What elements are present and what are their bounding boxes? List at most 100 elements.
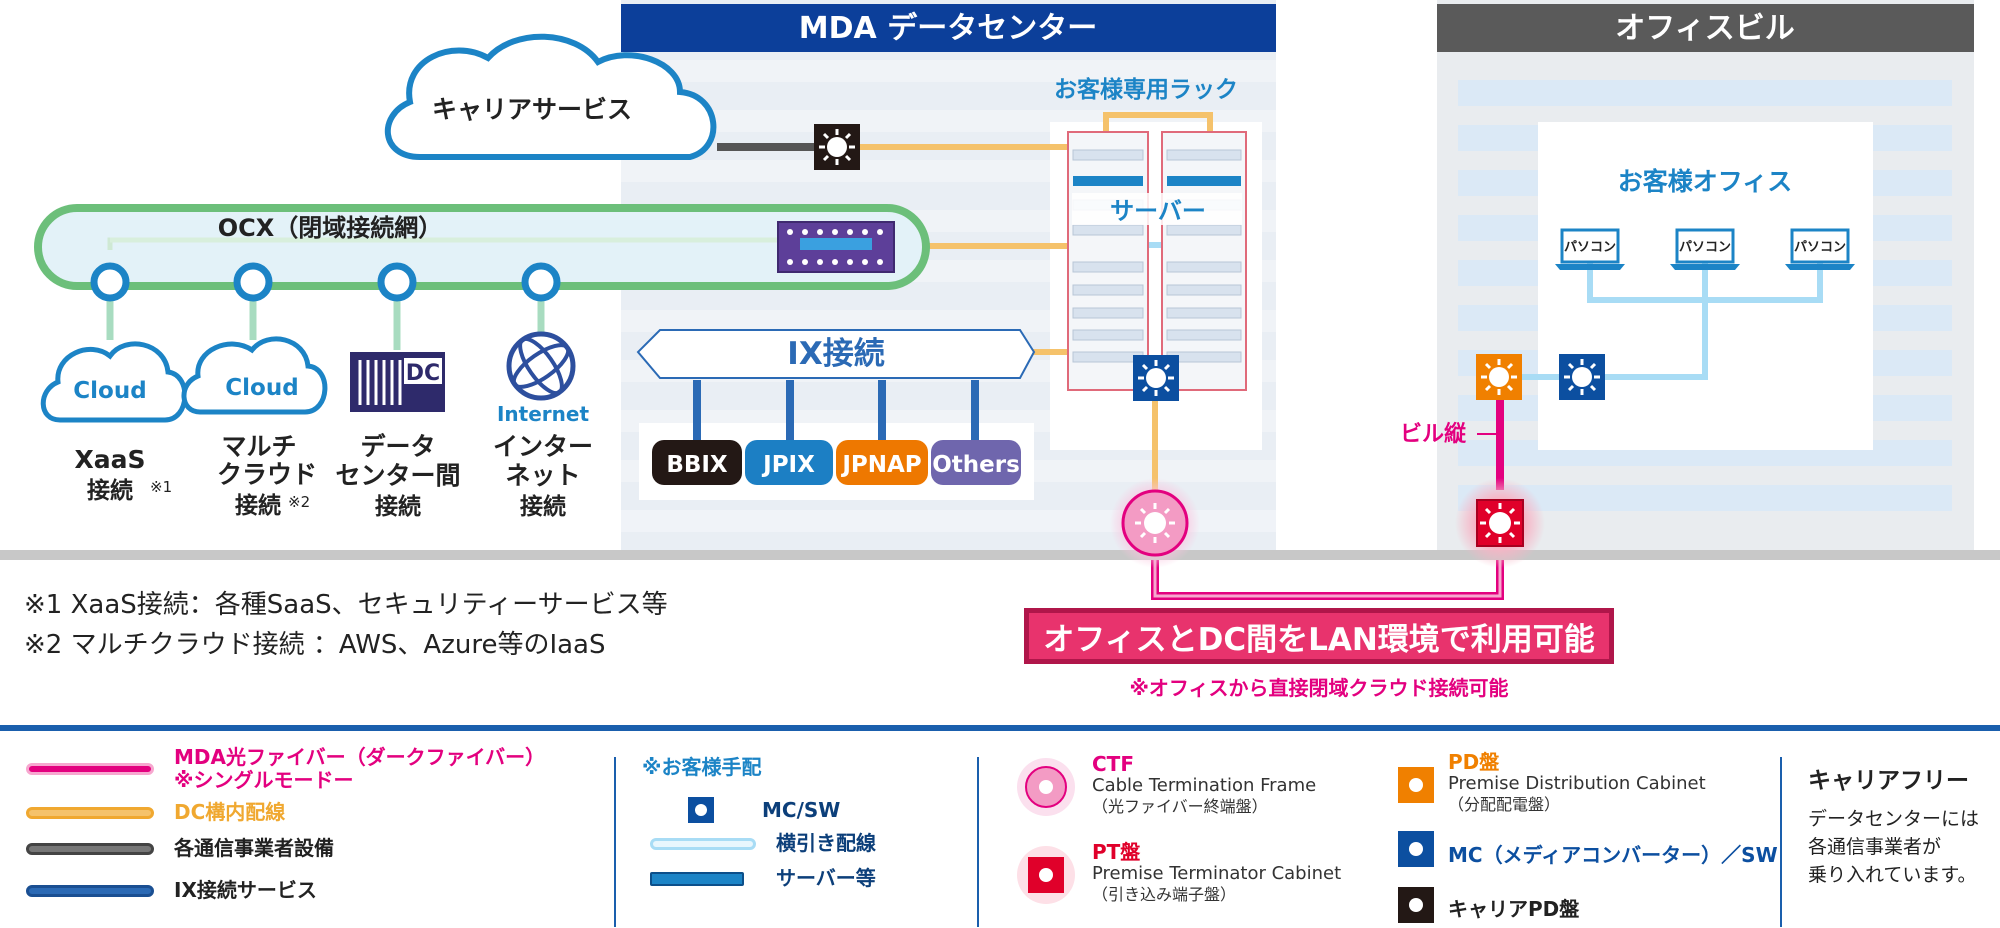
carrier-service-label: キャリアサービス [432, 95, 632, 124]
legend-horizontal-wiring-label: 横引き配線 [776, 831, 876, 855]
legend-ix-swatch [26, 884, 154, 897]
legend-horizontal-wiring-swatch [650, 837, 756, 850]
legend-dc-wiring: DC構内配線 [26, 801, 285, 824]
ix-provider-others [931, 440, 1021, 485]
xaas-label-line1: XaaS [74, 445, 145, 474]
multicloud-label-line1: マルチ [221, 432, 296, 461]
legend-ctf-jp: （光ファイバー終端盤） [1092, 797, 1268, 816]
internet-globe-icon: Internet [497, 331, 589, 426]
ix-provider-jpnap [836, 440, 928, 485]
ocx-switch [777, 221, 895, 273]
legend-pt: PT盤 Premise Terminator Cabinet （引き込み端子盤） [1092, 841, 1341, 905]
office-pd-panel [1476, 354, 1522, 400]
svg-text:パソコン: パソコン [1794, 240, 1846, 255]
legend-mc-sw: MC/SW [688, 797, 840, 823]
rack-mc-switch [1133, 355, 1179, 401]
legend-pd-title: PD盤 [1448, 750, 1500, 774]
fiber-glow [1153, 560, 1502, 598]
ix-provider-jpix [745, 440, 833, 485]
legend-pt-title: PT盤 [1092, 840, 1141, 864]
legend-fiber-label: MDA光ファイバー（ダークファイバー） ※シングルモードー [174, 745, 546, 792]
legend-mc-label: MC（メディアコンバーター）／SW [1448, 843, 1778, 867]
ctf-legend-icon [1017, 758, 1075, 816]
office-lan-wiring [1517, 262, 1823, 380]
pc-icon: パソコン [1555, 228, 1625, 270]
ix-provider-bbix [652, 440, 742, 485]
legend-ix: IX接続サービス [26, 879, 317, 902]
pc-icon: パソコン [1670, 228, 1740, 270]
ix-provider-bbix-label: BBIX [666, 452, 728, 478]
legend-mc-sw-label: MC/SW [762, 797, 841, 822]
pd-legend-icon [1398, 767, 1434, 803]
legend-carrier-swatch [26, 842, 154, 855]
mc-sw-icon [688, 797, 714, 823]
legend-carrier-label: 各通信事業者設備 [174, 836, 334, 860]
legend-pt-jp: （引き込み端子盤） [1092, 885, 1237, 904]
customer-office-title: お客様オフィス [1618, 167, 1793, 196]
svg-text:パソコン: パソコン [1564, 240, 1616, 255]
multicloud-note-mark: ※2 [288, 493, 310, 511]
legend-pd-jp: （分配配電盤） [1448, 795, 1561, 814]
legend-dc-wiring-label: DC構内配線 [174, 800, 286, 824]
ix-connection: IX接続 BBIX JPIX JPNAP Others [636, 329, 1036, 485]
dc-label-line2: センター間 [335, 461, 460, 490]
legend: MDA光ファイバー（ダークファイバー） ※シングルモードー DC構内配線 各通信… [0, 725, 2000, 928]
legend-fiber: MDA光ファイバー（ダークファイバー） ※シングルモードー [26, 746, 545, 792]
xaas-label-line2: 接続 [87, 477, 133, 504]
legend-separator [614, 757, 616, 927]
cloud-multicloud-text: Cloud [225, 375, 298, 401]
datacenter-icon: DC [350, 352, 445, 412]
dc-label-line3: 接続 [375, 493, 421, 520]
pc-icons: パソコン パソコン パソコン [1555, 228, 1855, 270]
legend-dc-wiring-swatch [26, 806, 154, 819]
ocx-label: OCX（閉域接続網） [218, 214, 443, 242]
server-label: サーバー [1110, 197, 1206, 225]
footnote-2: ※2 マルチクラウド接続 ：AWS、Azure等のIaaS [24, 630, 606, 660]
legend-ctf: CTF Cable Termination Frame （光ファイバー終端盤） [1092, 753, 1316, 817]
office-title-bar [1437, 4, 1974, 52]
lan-banner-note: ※オフィスから直接閉域クラウド接続可能 [1129, 676, 1509, 700]
legend-fiber-swatch [26, 763, 154, 775]
legend-pd: PD盤 Premise Distribution Cabinet （分配配電盤） [1448, 751, 1706, 815]
legend-pt-en: Premise Terminator Cabinet [1092, 863, 1342, 884]
footnotes: ※1 XaaS接続：各種SaaS、セキュリティーサービス等 ※2 マルチクラウド… [24, 585, 668, 665]
ctf-panel [1110, 478, 1200, 568]
legend-carrier-pd-label: キャリアPD盤 [1448, 897, 1580, 921]
mda-title: MDA データセンター [799, 11, 1097, 46]
lan-banner: オフィスとDC間をLAN環境で利用可能 [1024, 608, 1614, 664]
server-rack: サーバー [1067, 131, 1247, 391]
ix-provider-others-label: Others [932, 452, 1020, 478]
internet-label-line3: 接続 [520, 493, 566, 520]
office-mc-switch [1559, 354, 1605, 400]
legend-separator [977, 757, 979, 927]
legend-server-label: サーバー等 [776, 866, 876, 890]
pt-legend-icon [1017, 846, 1075, 904]
footnote-1: ※1 XaaS接続：各種SaaS、セキュリティーサービス等 [24, 590, 668, 620]
legend-ctf-en: Cable Termination Frame [1092, 775, 1317, 796]
building-riser-label: ビル縦 [1400, 422, 1467, 447]
multicloud-label-line2: クラウド [217, 460, 317, 489]
legend-ctf-title: CTF [1092, 752, 1134, 776]
legend-horizontal-wiring: 横引き配線 [650, 832, 876, 855]
cloud-icon-xaas: Cloud [40, 341, 188, 423]
internet-label-line1: インター [493, 432, 593, 461]
xaas-note-mark: ※1 [150, 478, 172, 496]
legend-server: サーバー等 [650, 867, 876, 890]
carrier-pd-panel [814, 124, 860, 170]
mc-legend-icon [1398, 831, 1434, 867]
ix-provider-jpnap-label: JPNAP [840, 452, 921, 478]
ix-label: IX接続 [787, 336, 884, 372]
dc-icon-text: DC [406, 361, 440, 386]
office-title: オフィスビル [1615, 11, 1794, 46]
legend-pd-en: Premise Distribution Cabinet [1448, 773, 1706, 794]
carrier-service-cloud: キャリアサービス [384, 33, 717, 160]
ground-line [0, 550, 2000, 560]
legend-carrier-free-title: キャリアフリー [1808, 768, 1969, 794]
ix-provider-jpix-label: JPIX [761, 452, 815, 478]
carrier-pd-legend-icon [1398, 887, 1434, 923]
legend-customer-title: ※お客様手配 [642, 755, 762, 779]
pt-panel [1455, 478, 1545, 568]
legend-server-swatch [650, 871, 744, 886]
svg-text:パソコン: パソコン [1679, 240, 1731, 255]
legend-separator [1780, 757, 1782, 927]
